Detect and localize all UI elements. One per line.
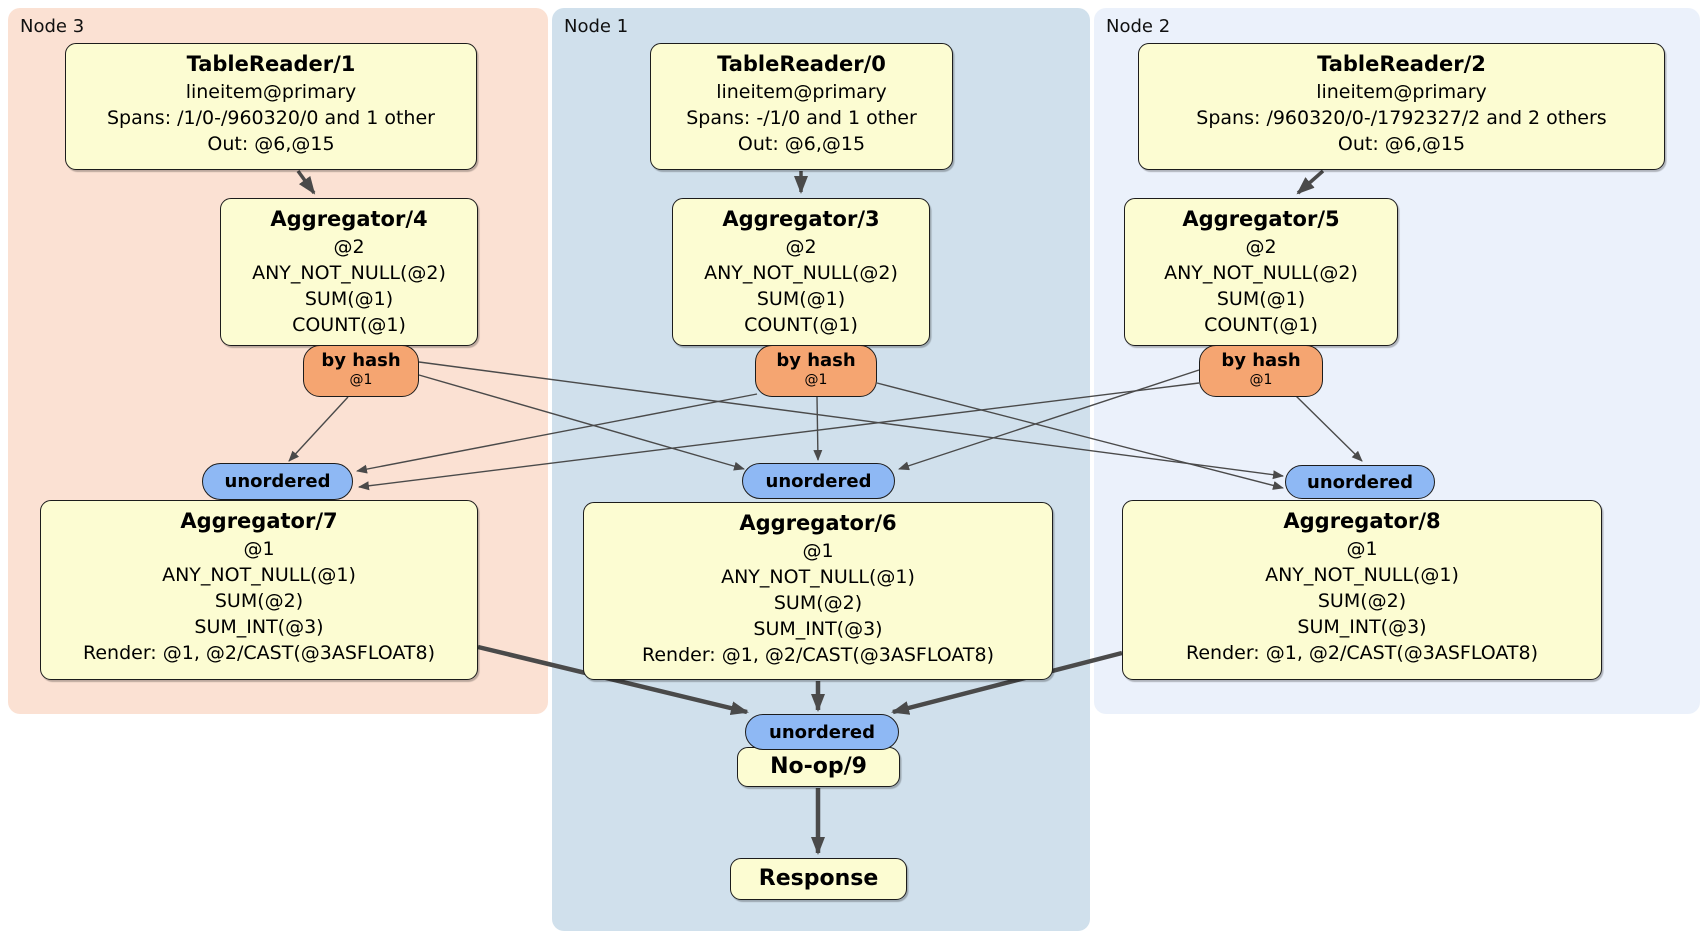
box-line: SUM(@1)	[1216, 288, 1306, 310]
box-line: lineitem@primary	[1316, 81, 1487, 103]
edge-hash3-sync2	[418, 361, 1284, 480]
box-aggregator-6: Aggregator/6 @1 ANY_NOT_NULL(@1) SUM(@2)…	[583, 502, 1053, 680]
box-line: @2	[333, 236, 365, 258]
box-line: SUM(@2)	[773, 592, 863, 614]
box-tablereader-0: TableReader/0 lineitem@primary Spans: -/…	[650, 43, 953, 170]
box-line: SUM(@2)	[1317, 590, 1407, 612]
box-line: ANY_NOT_NULL(@2)	[704, 262, 898, 284]
box-line: Spans: -/1/0 and 1 other	[686, 107, 917, 129]
box-line: COUNT(@1)	[1204, 314, 1318, 336]
box-line: ANY_NOT_NULL(@1)	[162, 564, 356, 586]
edge-hash1-sync2	[876, 382, 1284, 490]
box-line: SUM_INT(@3)	[1297, 616, 1427, 638]
sync-unordered-node1: unordered	[742, 463, 895, 499]
router-by-hash-node1: by hash @1	[755, 345, 877, 397]
box-aggregator-5: Aggregator/5 @2 ANY_NOT_NULL(@2) SUM(@1)…	[1124, 198, 1398, 346]
box-line: Out: @6,@15	[207, 133, 335, 155]
box-line: @1	[243, 538, 275, 560]
box-noop-9: No-op/9	[737, 747, 900, 787]
box-line: SUM(@2)	[214, 590, 304, 612]
box-line: Render: @1, @2/CAST(@3ASFLOAT8)	[83, 642, 435, 664]
group-label-node3: Node 3	[20, 16, 85, 37]
box-title: TableReader/0	[717, 52, 886, 76]
box-line: @1	[802, 540, 834, 562]
sync-unordered-label: unordered	[769, 721, 875, 743]
router-by-hash-key: @1	[349, 372, 373, 388]
edge-hash1-sync1	[813, 396, 823, 461]
box-response: Response	[730, 858, 907, 900]
router-by-hash-label: by hash	[1221, 350, 1301, 371]
sync-unordered-label: unordered	[224, 471, 331, 492]
box-line: Spans: /960320/0-/1792327/2 and 2 others	[1196, 107, 1607, 129]
group-label-node2: Node 2	[1106, 16, 1171, 37]
edge-hash2-sync1	[898, 369, 1200, 471]
edge-hash2-sync2	[1294, 394, 1363, 462]
box-line: COUNT(@1)	[744, 314, 858, 336]
edge-agg8-syncb	[891, 650, 1123, 715]
box-line: Out: @6,@15	[737, 133, 866, 155]
box-title: Aggregator/4	[270, 207, 428, 231]
edge-hash2-sync3	[358, 382, 1200, 491]
box-tablereader-2: TableReader/2 lineitem@primary Spans: /9…	[1138, 43, 1665, 170]
edge-tr1-agg4	[296, 169, 316, 195]
box-line: Render: @1, @2/CAST(@3ASFLOAT8)	[642, 644, 994, 666]
box-line: @1	[1346, 538, 1378, 560]
box-title: Aggregator/5	[1182, 207, 1340, 231]
sync-unordered-final: unordered	[745, 714, 899, 750]
router-by-hash-key: @1	[804, 372, 828, 388]
box-line: COUNT(@1)	[292, 314, 406, 336]
box-aggregator-3: Aggregator/3 @2 ANY_NOT_NULL(@2) SUM(@1)…	[672, 198, 930, 346]
box-title: Aggregator/8	[1283, 509, 1441, 533]
box-line: SUM(@1)	[756, 288, 846, 310]
box-line: Render: @1, @2/CAST(@3ASFLOAT8)	[1186, 642, 1538, 664]
router-by-hash-node2: by hash @1	[1199, 345, 1323, 397]
box-title: Response	[758, 866, 879, 891]
edge-hash3-sync3	[288, 396, 349, 462]
box-title: Aggregator/7	[180, 509, 338, 533]
router-by-hash-label: by hash	[321, 350, 401, 371]
sync-unordered-node3: unordered	[202, 463, 353, 500]
box-title: TableReader/1	[186, 52, 356, 76]
box-aggregator-8: Aggregator/8 @1 ANY_NOT_NULL(@1) SUM(@2)…	[1122, 500, 1602, 680]
box-tablereader-1: TableReader/1 lineitem@primary Spans: /1…	[65, 43, 477, 170]
box-line: SUM_INT(@3)	[753, 618, 883, 640]
box-line: ANY_NOT_NULL(@1)	[1265, 564, 1459, 586]
sync-unordered-node2: unordered	[1285, 465, 1435, 499]
edge-hash1-sync3	[356, 393, 758, 474]
box-line: SUM_INT(@3)	[194, 616, 324, 638]
box-aggregator-7: Aggregator/7 @1 ANY_NOT_NULL(@1) SUM(@2)…	[40, 500, 478, 680]
box-line: Spans: /1/0-/960320/0 and 1 other	[107, 107, 435, 129]
box-line: SUM(@1)	[304, 288, 394, 310]
sync-unordered-label: unordered	[1307, 471, 1413, 493]
router-by-hash-label: by hash	[776, 350, 856, 371]
box-title: Aggregator/3	[722, 207, 880, 231]
box-title: Aggregator/6	[739, 511, 897, 535]
router-by-hash-node3: by hash @1	[303, 345, 419, 397]
edge-tr2-agg5	[1296, 169, 1325, 195]
router-by-hash-key: @1	[1249, 372, 1273, 388]
box-title: TableReader/2	[1317, 52, 1486, 76]
box-line: lineitem@primary	[185, 81, 357, 103]
box-line: @2	[785, 236, 817, 258]
group-label-node1: Node 1	[564, 16, 629, 37]
box-aggregator-4: Aggregator/4 @2 ANY_NOT_NULL(@2) SUM(@1)…	[220, 198, 478, 346]
edge-hash3-sync1	[418, 374, 745, 471]
box-line: ANY_NOT_NULL(@2)	[1164, 262, 1358, 284]
sync-unordered-label: unordered	[765, 470, 872, 492]
box-line: @2	[1245, 236, 1277, 258]
box-line: ANY_NOT_NULL(@2)	[252, 262, 446, 284]
box-title: No-op/9	[770, 754, 867, 779]
box-line: lineitem@primary	[716, 81, 887, 103]
box-line: Out: @6,@15	[1337, 133, 1466, 155]
box-line: ANY_NOT_NULL(@1)	[721, 566, 915, 588]
